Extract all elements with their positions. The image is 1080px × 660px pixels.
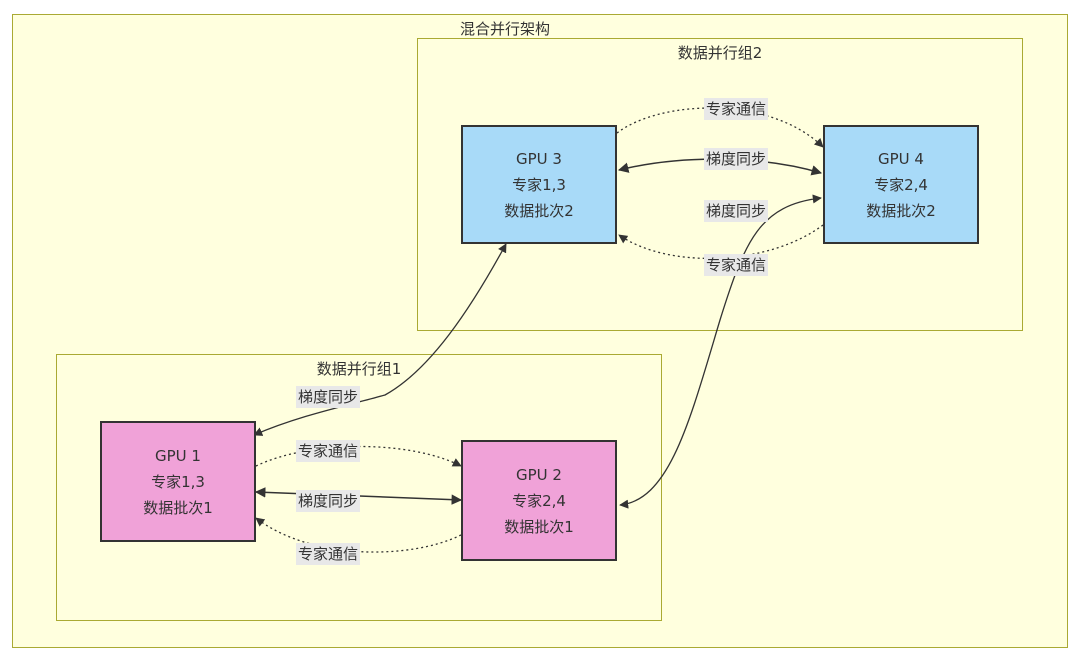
gpu3-batch: 数据批次2 <box>504 201 574 220</box>
gpu2-node[interactable]: GPU 2 专家2,4 数据批次1 <box>461 440 617 561</box>
gpu4-name: GPU 4 <box>878 149 924 168</box>
gpu4-experts: 专家2,4 <box>874 175 928 194</box>
edge-label-gpu1-gpu2-comm-top: 专家通信 <box>296 440 361 462</box>
gpu1-node[interactable]: GPU 1 专家1,3 数据批次1 <box>100 421 256 542</box>
edge-label-gpu4-gpu3-comm-bottom: 专家通信 <box>704 254 769 276</box>
gpu2-name: GPU 2 <box>516 465 562 484</box>
group1-title: 数据并行组1 <box>316 360 402 378</box>
gpu4-batch: 数据批次2 <box>866 201 936 220</box>
edge-label-gpu1-gpu3-sync: 梯度同步 <box>296 386 361 408</box>
edge-label-gpu2-gpu1-comm-bottom: 专家通信 <box>296 543 361 565</box>
group2-title: 数据并行组2 <box>677 44 763 62</box>
gpu3-node[interactable]: GPU 3 专家1,3 数据批次2 <box>461 125 617 244</box>
edge-label-gpu3-gpu4-sync: 梯度同步 <box>704 148 769 170</box>
outer-cluster-title: 混合并行架构 <box>459 20 550 38</box>
edge-label-gpu4-gpu2-sync: 梯度同步 <box>704 200 769 222</box>
gpu1-experts: 专家1,3 <box>151 472 205 491</box>
edge-label-gpu3-gpu4-comm-top: 专家通信 <box>704 98 769 120</box>
edge-label-gpu1-gpu2-sync: 梯度同步 <box>296 490 361 512</box>
gpu4-node[interactable]: GPU 4 专家2,4 数据批次2 <box>823 125 979 244</box>
gpu3-experts: 专家1,3 <box>512 175 566 194</box>
gpu1-name: GPU 1 <box>155 446 201 465</box>
gpu2-batch: 数据批次1 <box>504 517 574 536</box>
gpu1-batch: 数据批次1 <box>143 498 213 517</box>
gpu2-experts: 专家2,4 <box>512 491 566 510</box>
gpu3-name: GPU 3 <box>516 149 562 168</box>
